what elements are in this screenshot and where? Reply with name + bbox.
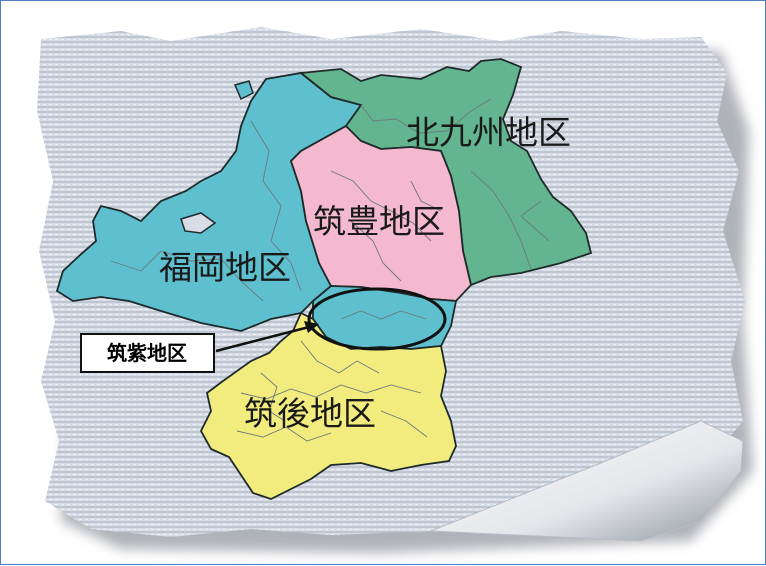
- chikushi-highlight-ellipse: [307, 287, 447, 351]
- chikuho-region: [289, 124, 472, 302]
- callout-arrow-line: [215, 324, 314, 353]
- chikugo-region: [199, 311, 457, 500]
- callout-box: [80, 333, 215, 373]
- municipal-boundaries: [110, 98, 550, 442]
- region-label-kitakyushu: 北九州地区: [406, 113, 571, 152]
- page-curl: [430, 420, 744, 542]
- region-label-fukuoka: 福岡地区: [159, 248, 291, 287]
- island: [233, 80, 254, 101]
- region-label-chikuho: 筑豊地区: [313, 202, 445, 241]
- callout-label: 筑紫地区: [107, 341, 187, 365]
- callout-arrowhead: [304, 321, 319, 333]
- region-label-chikugo: 筑後地区: [244, 394, 376, 433]
- island: [180, 212, 217, 234]
